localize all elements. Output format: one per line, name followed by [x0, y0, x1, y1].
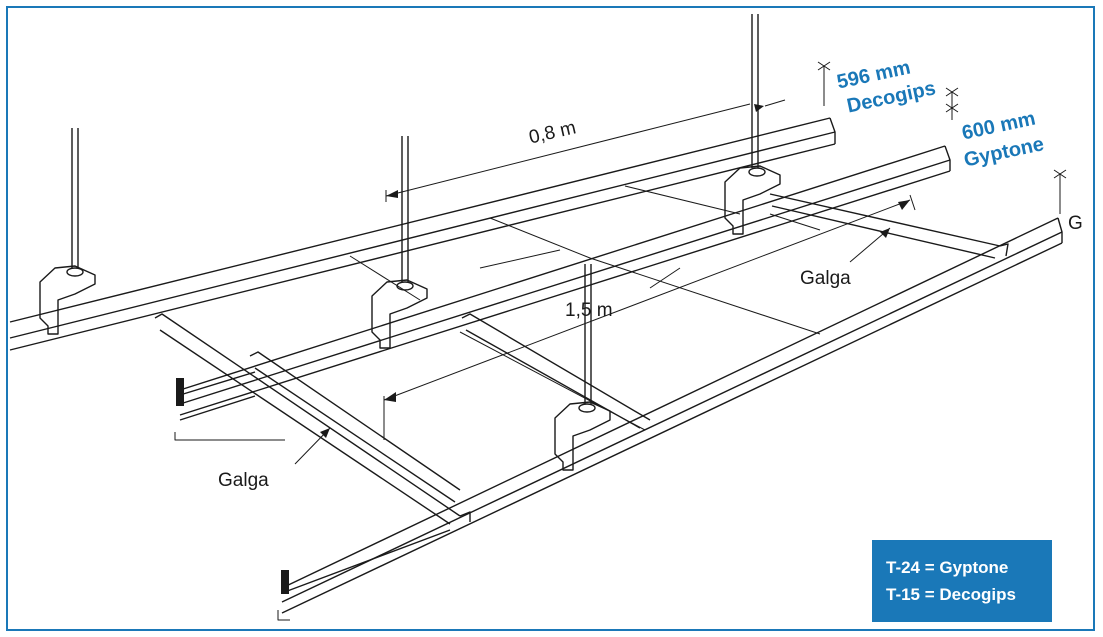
galga-label-right: Galga — [800, 268, 851, 289]
legend-line-t15: T-15 = Decogips — [886, 585, 1016, 604]
edge-profiles — [179, 371, 451, 594]
hanger-wires — [71, 14, 759, 404]
arrowheads — [320, 104, 910, 438]
cross-tee-right — [769, 193, 1009, 259]
profile-legend-box: T-24 = Gyptone T-15 = Decogips — [872, 540, 1052, 622]
cross-tee-left — [154, 313, 471, 525]
panel-seams — [349, 185, 821, 431]
main-runner-front — [281, 217, 1063, 614]
dimension-label-1-5m: 1,5 m — [565, 300, 613, 321]
galga-label-left: Galga — [218, 470, 269, 491]
hanger-clips — [39, 165, 781, 471]
g-label: G — [1068, 213, 1083, 234]
figure-frame — [6, 6, 1095, 631]
legend-line-t24: T-24 = Gyptone — [886, 558, 1009, 577]
main-runner-middle — [179, 145, 951, 416]
dimension-lines — [174, 61, 1067, 621]
cross-tee-middle — [461, 313, 651, 429]
wall-brackets — [176, 378, 289, 594]
main-runner-back — [9, 117, 836, 351]
